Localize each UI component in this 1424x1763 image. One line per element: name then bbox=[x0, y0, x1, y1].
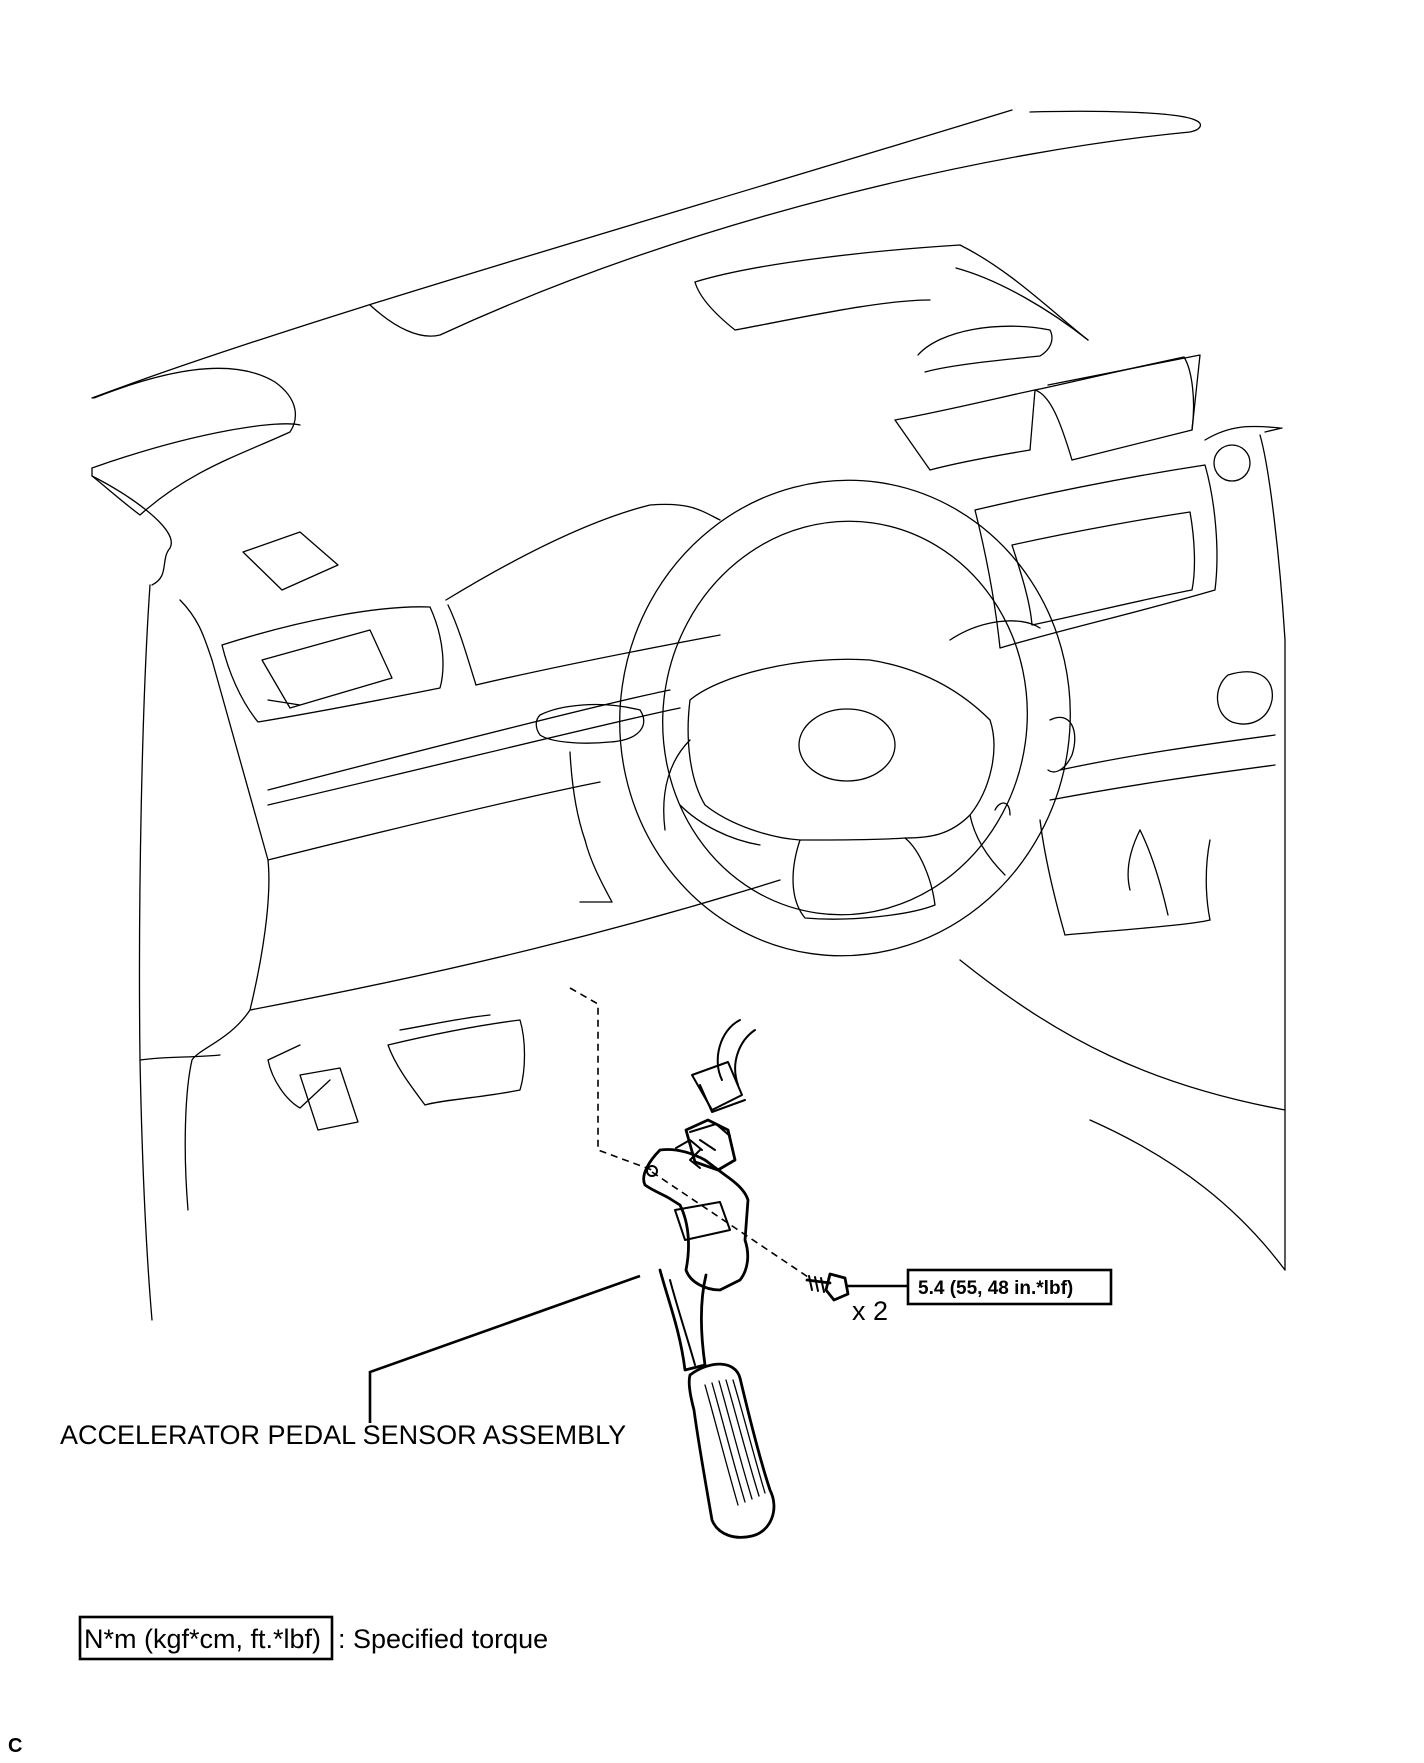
legend-description: : Specified torque bbox=[338, 1624, 548, 1654]
legend-units: N*m (kgf*cm, ft.*lbf) bbox=[84, 1624, 321, 1654]
torque-callout: 5.4 (55, 48 in.*lbf) x 2 bbox=[846, 1268, 1113, 1326]
pedal-assembly-drawing bbox=[642, 1118, 850, 1539]
connector-harness-drawing bbox=[691, 1019, 756, 1113]
torque-box bbox=[906, 1268, 1113, 1306]
installation-guide-lines bbox=[569, 987, 809, 1278]
corner-mark: C bbox=[8, 1735, 22, 1757]
part-label: ACCELERATOR PEDAL SENSOR ASSEMBLY bbox=[60, 1420, 626, 1450]
dashboard-drawing bbox=[91, 109, 1286, 1321]
steering-wheel-drawing bbox=[619, 479, 1076, 957]
torque-legend: N*m (kgf*cm, ft.*lbf) : Specified torque bbox=[78, 1615, 548, 1661]
bolt-quantity: x 2 bbox=[852, 1296, 888, 1326]
torque-value: 5.4 (55, 48 in.*lbf) bbox=[918, 1278, 1073, 1299]
legend-units-box bbox=[78, 1615, 334, 1661]
part-callout: ACCELERATOR PEDAL SENSOR ASSEMBLY bbox=[60, 1274, 641, 1450]
